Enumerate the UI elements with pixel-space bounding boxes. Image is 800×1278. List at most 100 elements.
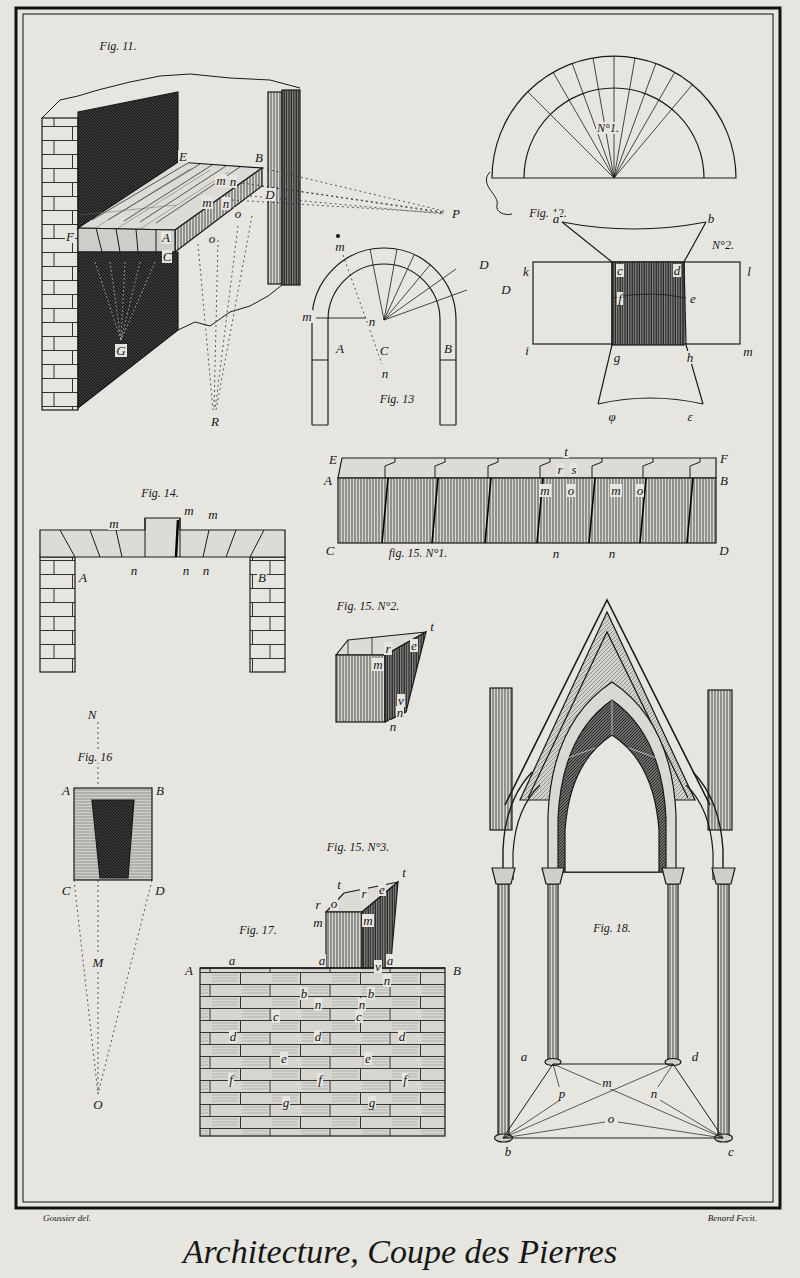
letter-label: m xyxy=(312,916,323,929)
letter-label: b xyxy=(300,987,309,1000)
letter-label: m xyxy=(334,240,345,253)
letter-label: n xyxy=(389,720,398,733)
letter-label: n xyxy=(650,1087,659,1100)
letter-label: o xyxy=(607,1112,616,1125)
letter-label: o xyxy=(567,484,576,497)
letter-label: C xyxy=(325,544,336,557)
letter-label: n xyxy=(182,564,191,577)
letter-label: D xyxy=(264,188,275,201)
letter-label: O xyxy=(92,1098,103,1111)
letter-label: o xyxy=(234,207,243,220)
figure-label: Fig. 18. xyxy=(592,922,632,934)
letter-label: b xyxy=(707,212,716,225)
letter-label: a xyxy=(386,954,395,967)
signature-text: Goussier del. xyxy=(42,1214,92,1223)
letter-label: D xyxy=(500,283,511,296)
letter-label: b xyxy=(367,987,376,1000)
letter-label: F xyxy=(719,452,729,465)
letter-label: r xyxy=(384,642,391,655)
letter-label: B xyxy=(254,151,264,164)
letter-label: m xyxy=(108,517,119,530)
figure-label: N°2. xyxy=(711,239,735,251)
figure-label: N°1. xyxy=(596,122,620,134)
letter-label: d xyxy=(314,1030,323,1043)
letter-label: i xyxy=(524,344,530,357)
letter-label: B xyxy=(719,474,729,487)
letter-label: M xyxy=(92,956,105,969)
letter-label: c xyxy=(727,1145,735,1158)
letter-label: n xyxy=(222,197,231,210)
letter-label: f xyxy=(402,1073,408,1086)
letter-label: c xyxy=(616,264,624,277)
letter-label: l xyxy=(746,265,752,278)
letter-label: n xyxy=(608,547,617,560)
figure-label: Fig. 15. N°3. xyxy=(326,841,390,853)
letter-label: A xyxy=(161,231,171,244)
letter-label: v xyxy=(374,960,382,973)
letter-label: n xyxy=(381,367,390,380)
letter-label: r xyxy=(360,887,367,900)
letter-label: d xyxy=(229,1030,238,1043)
letter-label: m xyxy=(539,484,550,497)
letter-label: n xyxy=(396,706,405,719)
letter-label: b xyxy=(504,1145,513,1158)
letter-label: C xyxy=(162,250,173,263)
letter-label: a xyxy=(318,954,327,967)
letter-label: c xyxy=(272,1010,280,1023)
letter-label: p xyxy=(558,1087,567,1100)
letter-label: d xyxy=(673,264,682,277)
letter-label: n xyxy=(229,175,238,188)
figure-label: Fig. 17. xyxy=(238,924,278,936)
letter-label: o xyxy=(636,484,645,497)
letter-label: m xyxy=(207,508,218,521)
figure-label: fig. 15. N°1. xyxy=(388,547,448,559)
letter-label: G xyxy=(115,344,126,357)
figure-label: Fig. 14. xyxy=(140,487,180,499)
letter-label: s xyxy=(570,463,577,476)
letter-label: o xyxy=(208,232,217,245)
plate-title: Architecture, Coupe des Pierres xyxy=(183,1233,617,1270)
letter-label: n xyxy=(368,315,377,328)
letter-label: D xyxy=(154,884,165,897)
letter-label: B xyxy=(443,342,453,355)
letter-label: e xyxy=(378,883,386,896)
letter-label: C xyxy=(379,344,390,357)
letter-label: m xyxy=(362,914,373,927)
letter-label: m xyxy=(183,504,194,517)
letter-label: A xyxy=(78,571,88,584)
signature-text: Benard Fecit. xyxy=(707,1214,758,1223)
letter-label: o xyxy=(330,897,339,910)
letter-label: n xyxy=(314,998,323,1011)
letter-label: D xyxy=(478,258,489,271)
letter-label: n xyxy=(130,564,139,577)
letter-label: g xyxy=(613,351,622,364)
letter-label: n xyxy=(552,547,561,560)
letter-label: P xyxy=(451,207,461,220)
letter-label: a xyxy=(552,212,561,225)
figure-label: Fig. 15. N°2. xyxy=(336,600,400,612)
letter-label: n xyxy=(202,564,211,577)
letter-label: m xyxy=(301,310,312,323)
letter-label: c xyxy=(355,1010,363,1023)
letter-label: ε xyxy=(686,410,693,423)
letter-label: m xyxy=(601,1076,612,1089)
letter-label: m xyxy=(610,484,621,497)
letter-label: a xyxy=(520,1050,529,1063)
letter-label: n xyxy=(383,974,392,987)
letter-label: d xyxy=(691,1050,700,1063)
letter-label: C xyxy=(61,884,72,897)
figure-label: Fig. 13 xyxy=(379,393,416,405)
letter-label: e xyxy=(689,292,697,305)
letter-label: t xyxy=(563,445,569,458)
letter-label: A xyxy=(335,342,345,355)
letter-label: e xyxy=(410,639,418,652)
letter-label: F xyxy=(65,230,75,243)
letter-label: t xyxy=(336,878,342,891)
letter-label: D xyxy=(718,544,729,557)
letter-label: E xyxy=(178,150,188,163)
letter-label: A xyxy=(323,474,333,487)
figure-label: Fig. 12. xyxy=(528,207,568,219)
letter-label: φ xyxy=(607,410,616,423)
letter-label: e xyxy=(364,1052,372,1065)
